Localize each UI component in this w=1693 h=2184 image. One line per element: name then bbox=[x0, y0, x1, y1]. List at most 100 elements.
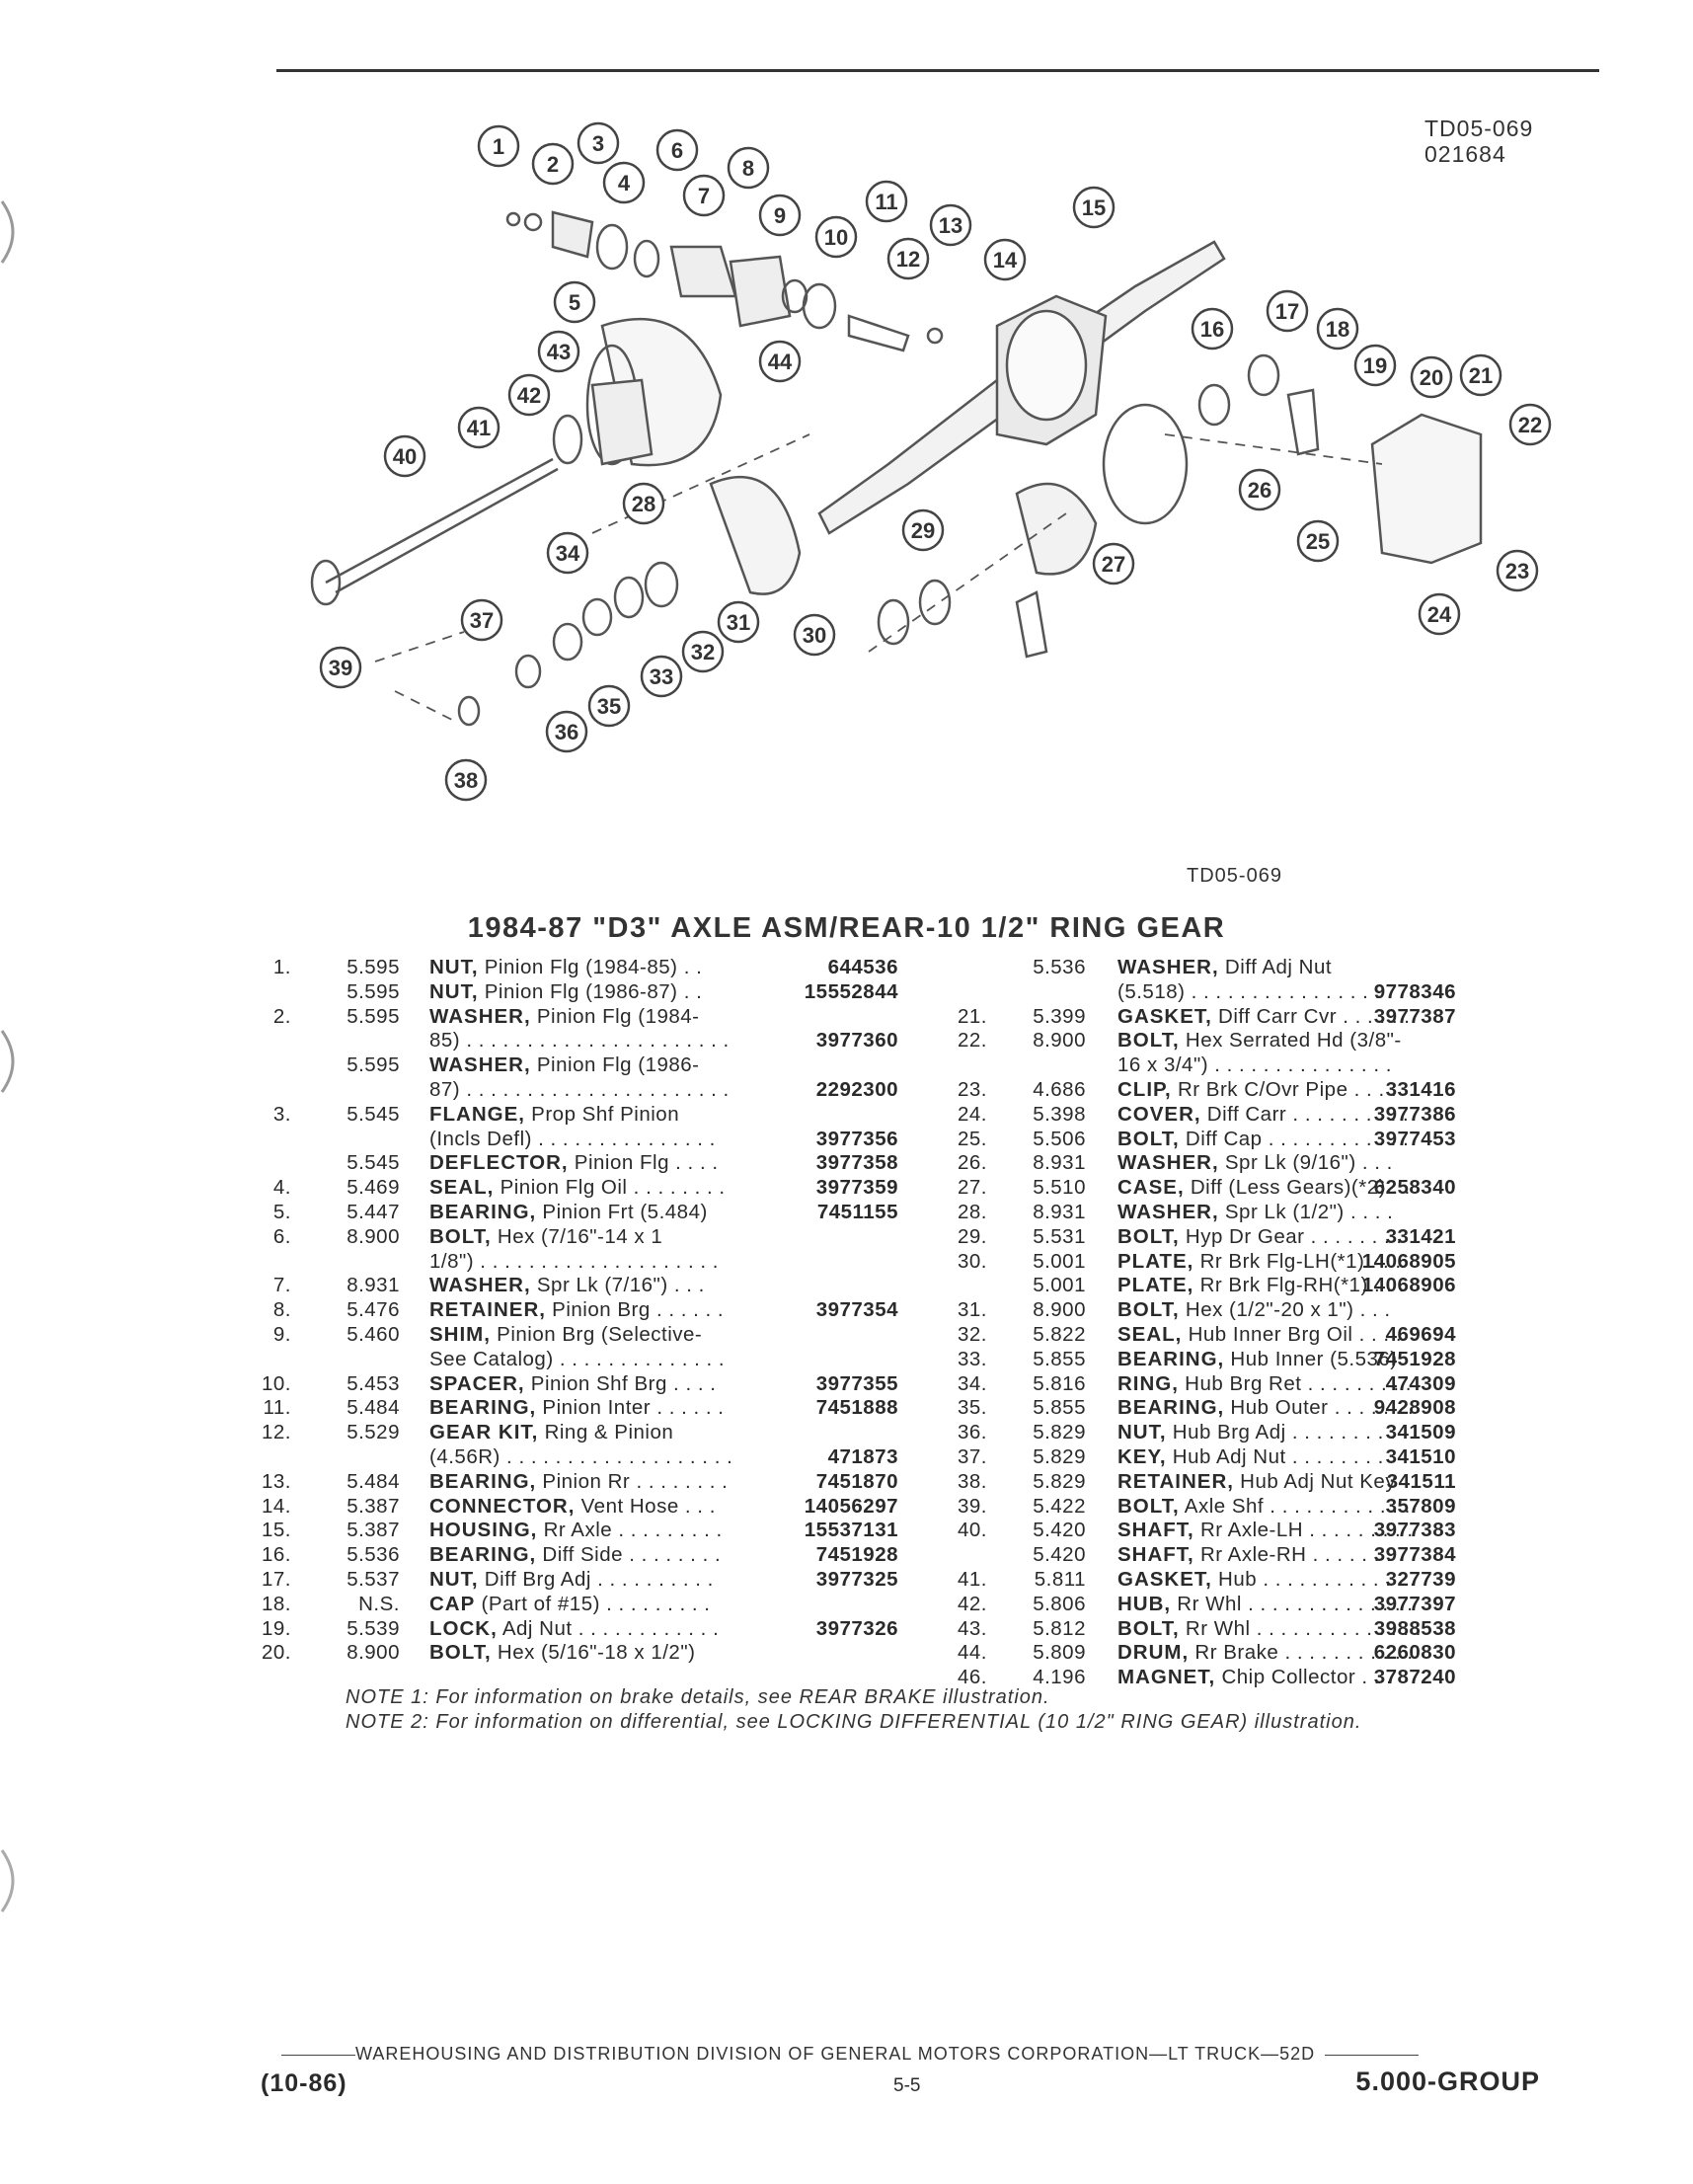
part-name: BEARING, bbox=[429, 1396, 537, 1420]
callout-18: 18 bbox=[1316, 307, 1359, 351]
part-name: BOLT, bbox=[429, 1641, 492, 1665]
svg-text:20: 20 bbox=[1420, 365, 1443, 390]
part-row: 85) . . . . . . . . . . . . . . . . . . … bbox=[247, 1029, 898, 1053]
callout-15: 15 bbox=[1072, 186, 1116, 229]
callout-22: 22 bbox=[1508, 403, 1552, 446]
item-number: 35. bbox=[958, 1396, 987, 1420]
svg-text:39: 39 bbox=[329, 656, 352, 680]
part-number: 3977360 bbox=[815, 1029, 898, 1053]
part-description: NUT, Diff Brg Adj . . . . . . . . . . bbox=[429, 1568, 714, 1593]
part-description: KEY, Hub Adj Nut . . . . . . . . bbox=[1117, 1445, 1384, 1470]
part-row: (Incls Defl) . . . . . . . . . . . . . .… bbox=[247, 1128, 898, 1152]
item-number: 40. bbox=[958, 1519, 987, 1542]
part-name: RETAINER, bbox=[429, 1298, 546, 1322]
header-rule bbox=[276, 69, 1599, 72]
part-detail: Adj Nut . . . . . . . . . . . . bbox=[497, 1616, 720, 1640]
part-detail: Diff Side . . . . . . . . bbox=[536, 1543, 722, 1567]
svg-text:7: 7 bbox=[698, 184, 710, 208]
svg-text:9: 9 bbox=[774, 203, 786, 228]
svg-text:36: 36 bbox=[555, 720, 578, 744]
part-name: COVER, bbox=[1117, 1102, 1201, 1126]
svg-text:28: 28 bbox=[632, 492, 655, 516]
callout-44: 44 bbox=[758, 340, 802, 383]
part-number: 9778346 bbox=[1373, 979, 1456, 1003]
callout-16: 16 bbox=[1191, 307, 1234, 351]
svg-text:18: 18 bbox=[1326, 317, 1349, 342]
part-number: 3977355 bbox=[815, 1371, 898, 1395]
part-description: WASHER, Pinion Flg (1984- bbox=[429, 1005, 700, 1030]
group-number: 5.399 bbox=[1033, 1004, 1086, 1028]
part-detail: Diff Adj Nut bbox=[1218, 956, 1333, 978]
group-number: 5.816 bbox=[1033, 1371, 1086, 1395]
svg-text:5: 5 bbox=[569, 290, 580, 315]
part-name: LOCK, bbox=[429, 1616, 498, 1640]
group-number: 5.422 bbox=[1033, 1494, 1086, 1518]
part-description: BEARING, Diff Side . . . . . . . . bbox=[429, 1543, 721, 1568]
callout-28: 28 bbox=[622, 482, 665, 525]
part-description: BEARING, Pinion Rr . . . . . . . . bbox=[429, 1470, 728, 1495]
part-row: 16 x 3/4") . . . . . . . . . . . . . . . bbox=[938, 1053, 1456, 1078]
svg-text:13: 13 bbox=[939, 213, 962, 238]
part-name: CLIP, bbox=[1117, 1077, 1172, 1101]
part-detail: Diff Carr Cvr . . . . . . bbox=[1211, 1004, 1411, 1028]
part-row: See Catalog) . . . . . . . . . . . . . . bbox=[247, 1348, 898, 1372]
callout-30: 30 bbox=[793, 613, 836, 657]
part-detail: Pinion Flg (1984- bbox=[530, 1004, 700, 1028]
part-description: GASKET, Hub . . . . . . . . . . . . . bbox=[1117, 1568, 1416, 1593]
part-description: PLATE, Rr Brk Flg-RH(*1) . . . bbox=[1117, 1274, 1405, 1298]
part-number: 3977359 bbox=[815, 1176, 898, 1200]
part-detail: Rr Axle . . . . . . . . . bbox=[537, 1519, 723, 1542]
part-name: HOUSING, bbox=[429, 1519, 538, 1542]
part-number: 14068905 bbox=[1361, 1249, 1456, 1273]
group-number: 5.387 bbox=[346, 1519, 400, 1542]
part-detail: Rr Axle-LH . . . . . . . . . bbox=[1193, 1519, 1414, 1542]
part-description: RETAINER, Hub Adj Nut Key bbox=[1117, 1470, 1396, 1495]
part-detail: Pinion Flg (1984-85) . . bbox=[478, 956, 703, 978]
part-row: 1/8") . . . . . . . . . . . . . . . . . … bbox=[247, 1250, 898, 1275]
svg-text:26: 26 bbox=[1248, 478, 1271, 503]
part-description: CLIP, Rr Brk C/Ovr Pipe . . . . bbox=[1117, 1078, 1397, 1103]
group-number: 5.484 bbox=[346, 1469, 400, 1493]
item-number: 37. bbox=[958, 1444, 987, 1468]
svg-text:23: 23 bbox=[1505, 559, 1529, 584]
item-number: 30. bbox=[958, 1249, 987, 1273]
part-number: 3977397 bbox=[1373, 1592, 1456, 1615]
part-description: NUT, Pinion Flg (1984-85) . . bbox=[429, 956, 702, 980]
part-detail: (Part of #15) . . . . . . . . . bbox=[475, 1592, 711, 1615]
callout-10: 10 bbox=[814, 215, 858, 259]
part-name: WASHER, bbox=[1117, 1151, 1219, 1175]
svg-text:3: 3 bbox=[592, 131, 604, 156]
group-number: 5.595 bbox=[346, 1053, 400, 1077]
part-description: BOLT, Hex (7/16"-14 x 1 bbox=[429, 1225, 662, 1250]
item-number: 43. bbox=[958, 1616, 987, 1640]
item-number: 3. bbox=[272, 1102, 291, 1126]
part-description: 87) . . . . . . . . . . . . . . . . . . … bbox=[429, 1078, 730, 1103]
part-detail: Pinion Brg . . . . . . bbox=[545, 1298, 725, 1322]
group-number: 5.829 bbox=[1033, 1444, 1086, 1468]
part-name: BOLT, bbox=[1117, 1127, 1180, 1150]
part-description: See Catalog) . . . . . . . . . . . . . . bbox=[429, 1348, 725, 1372]
part-description: PLATE, Rr Brk Flg-LH(*1) . . . bbox=[1117, 1250, 1402, 1275]
part-description: DEFLECTOR, Pinion Flg . . . . bbox=[429, 1151, 719, 1176]
svg-text:14: 14 bbox=[993, 248, 1018, 273]
group-number: 5.595 bbox=[346, 1004, 400, 1028]
svg-text:34: 34 bbox=[556, 541, 580, 566]
svg-text:10: 10 bbox=[824, 225, 848, 250]
part-detail: Diff (Less Gears)(*2) . . bbox=[1184, 1176, 1411, 1200]
callout-11: 11 bbox=[865, 180, 908, 223]
part-number: 15537131 bbox=[804, 1519, 898, 1542]
part-description: COVER, Diff Carr . . . . . . . . . . bbox=[1117, 1103, 1409, 1128]
part-name: WASHER, bbox=[1117, 1200, 1219, 1223]
item-number: 14. bbox=[262, 1494, 291, 1518]
